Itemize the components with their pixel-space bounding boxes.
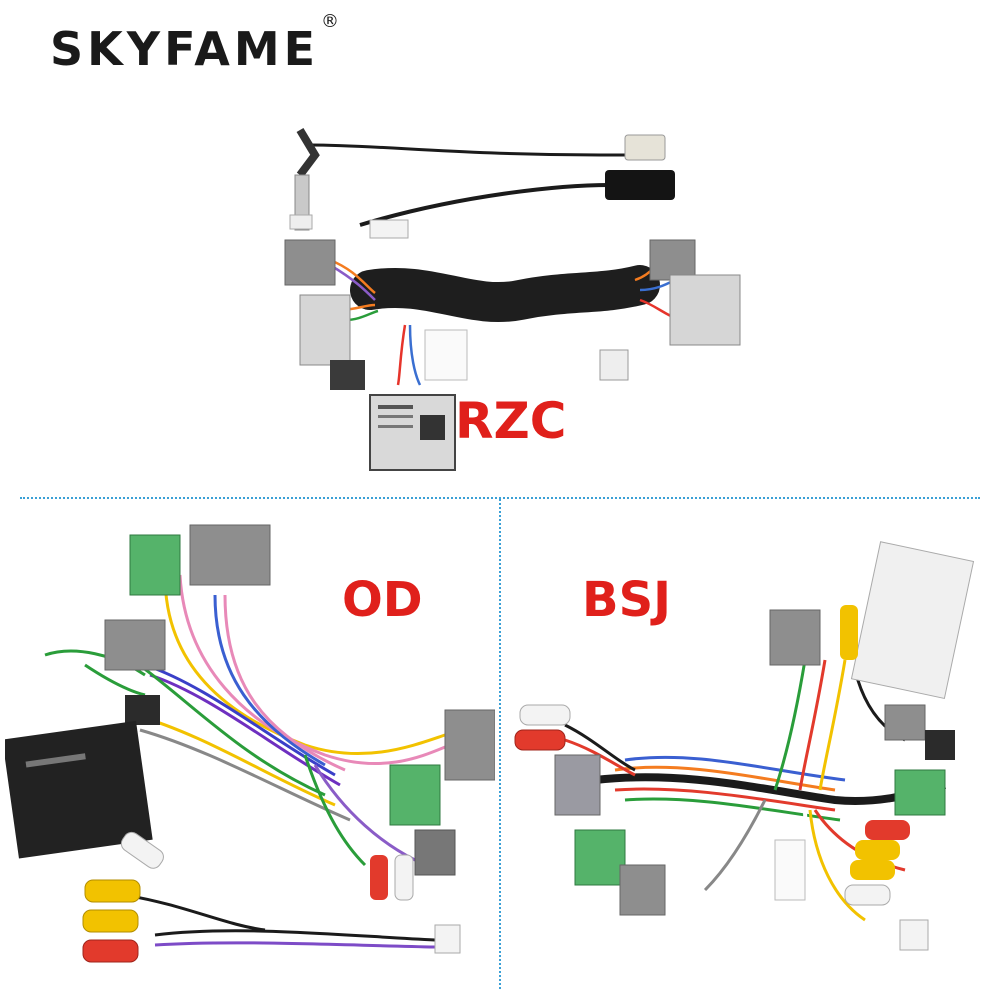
bsj-harness-image (514, 541, 975, 951)
vertical-divider (499, 499, 501, 989)
rzc-label: RZC (455, 392, 567, 450)
od-harness-image (5, 524, 495, 963)
rzc-harness-image (284, 127, 741, 471)
horizontal-divider (20, 497, 980, 499)
od-label: OD (342, 572, 423, 628)
registered-mark: ® (321, 10, 340, 32)
brand-logo: SKYFAME® (50, 11, 339, 76)
bsj-label: BSJ (582, 572, 672, 628)
brand-name: SKYFAME (50, 22, 320, 76)
